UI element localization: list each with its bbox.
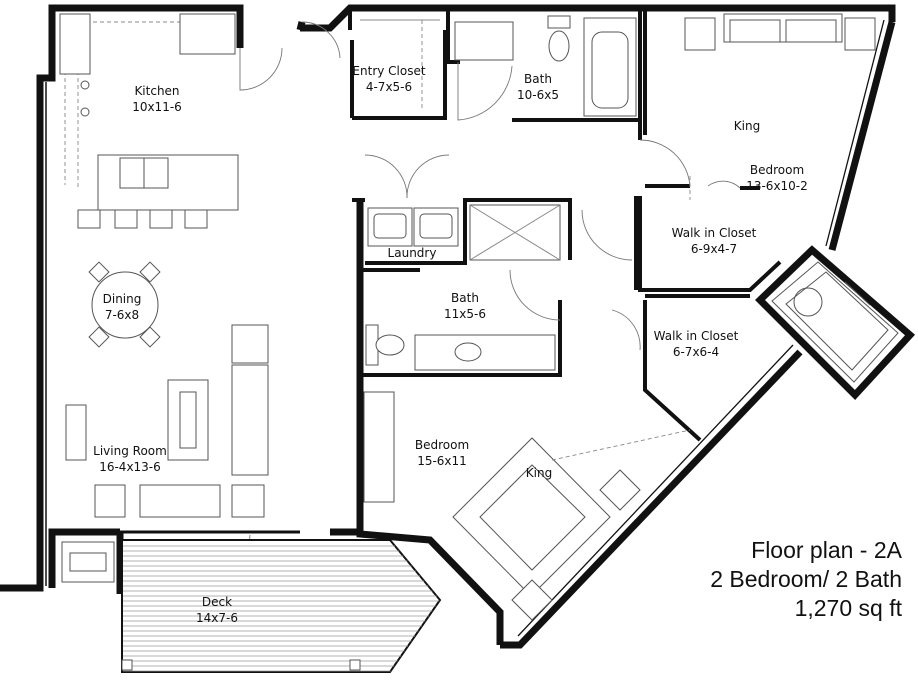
kitchen-name: Kitchen xyxy=(134,84,179,98)
bedroom-main-fixtures xyxy=(363,391,691,621)
dining-name: Dining xyxy=(103,292,142,306)
dining-size: 7-6x8 xyxy=(105,308,139,322)
bath-mid-size: 11x5-6 xyxy=(444,307,486,321)
plan-bedrooms-baths: 2 Bedroom/ 2 Bath xyxy=(710,566,902,592)
plan-title: Floor plan - 2A xyxy=(751,537,902,563)
living-name: Living Room xyxy=(93,444,167,458)
bath-top-name: Bath xyxy=(524,72,552,86)
laundry-name: Laundry xyxy=(388,246,437,260)
plan-square-footage: 1,270 sq ft xyxy=(794,595,902,621)
bedroom-main-name: Bedroom xyxy=(415,438,469,452)
bath-top-size: 10-6x5 xyxy=(517,88,559,102)
kitchen-fixtures xyxy=(59,13,239,229)
entry-closet-name: Entry Closet xyxy=(352,64,425,78)
bed-main-king: King xyxy=(526,466,552,480)
deck xyxy=(121,539,442,673)
bath-mid-name: Bath xyxy=(451,291,479,305)
bedroom-top-size: 13-6x10-2 xyxy=(746,179,808,193)
walkin-top-name: Walk in Closet xyxy=(672,226,757,240)
room-labels: Kitchen 10x11-6 Entry Closet 4-7x5-6 Bat… xyxy=(93,64,808,625)
entry-closet-size: 4-7x5-6 xyxy=(366,80,412,94)
deck-name: Deck xyxy=(202,595,232,609)
laundry-fixtures xyxy=(365,204,561,371)
living-size: 16-4x13-6 xyxy=(99,460,161,474)
kitchen-size: 10x11-6 xyxy=(132,100,182,114)
stair-element xyxy=(755,245,916,401)
interior-walls xyxy=(348,8,782,442)
bedroom-top-fixtures xyxy=(684,13,876,200)
walkin-mid-size: 6-7x6-4 xyxy=(673,345,719,359)
bedroom-main-size: 15-6x11 xyxy=(417,454,467,468)
bedroom-top-name: Bedroom xyxy=(750,163,804,177)
walkin-top-size: 6-9x4-7 xyxy=(691,242,737,256)
plan-title-block: Floor plan - 2A 2 Bedroom/ 2 Bath 1,270 … xyxy=(710,536,902,623)
bed-top-king: King xyxy=(734,119,760,133)
deck-size: 14x7-6 xyxy=(196,611,238,625)
living-furniture xyxy=(61,324,269,583)
dining-table xyxy=(88,261,161,348)
bath-top-fixtures xyxy=(360,15,637,117)
walkin-mid-name: Walk in Closet xyxy=(654,329,739,343)
